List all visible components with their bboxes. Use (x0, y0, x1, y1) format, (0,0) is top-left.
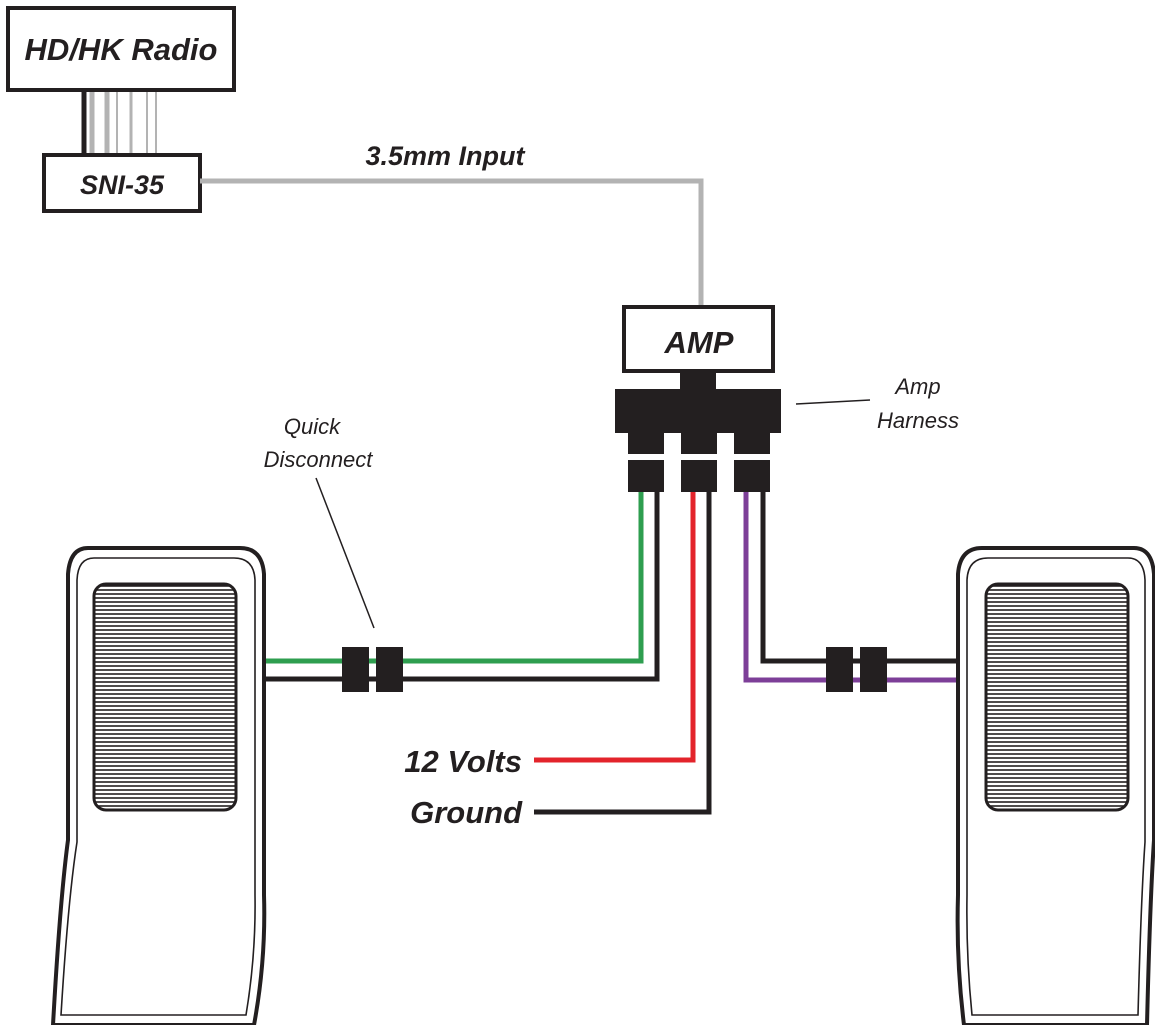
amplifier: AMP (622, 305, 775, 373)
left-speaker-wires (262, 492, 660, 682)
left-speaker-icon (50, 546, 267, 1025)
amp-harness (615, 371, 781, 492)
ground-label: Ground (410, 795, 523, 830)
radio-label: HD/HK Radio (25, 32, 218, 67)
sni35-interface: SNI-35 (42, 153, 202, 213)
quick-disconnect-callout: Quick Disconnect (264, 414, 375, 629)
harness-label-line1: Amp (893, 374, 940, 399)
power-label: 12 Volts (404, 744, 522, 779)
power-ground-wires (534, 492, 712, 815)
input-cable-label: 3.5mm Input (365, 141, 525, 171)
disconnect-label-line2: Disconnect (264, 447, 374, 472)
sni35-label: SNI-35 (80, 170, 165, 200)
right-speaker-icon (955, 546, 1155, 1025)
right-quick-disconnect (826, 647, 887, 692)
left-quick-disconnect (342, 647, 403, 692)
audio-input-cable: 3.5mm Input (200, 141, 704, 307)
amp-harness-callout: Amp Harness (795, 374, 959, 433)
amp-label: AMP (664, 325, 734, 360)
radio-harness-wires (81, 90, 157, 155)
disconnect-label-line1: Quick (284, 414, 341, 439)
harness-label-line2: Harness (877, 408, 959, 433)
right-speaker-wires (743, 492, 962, 683)
radio-unit: HD/HK Radio (6, 6, 236, 92)
